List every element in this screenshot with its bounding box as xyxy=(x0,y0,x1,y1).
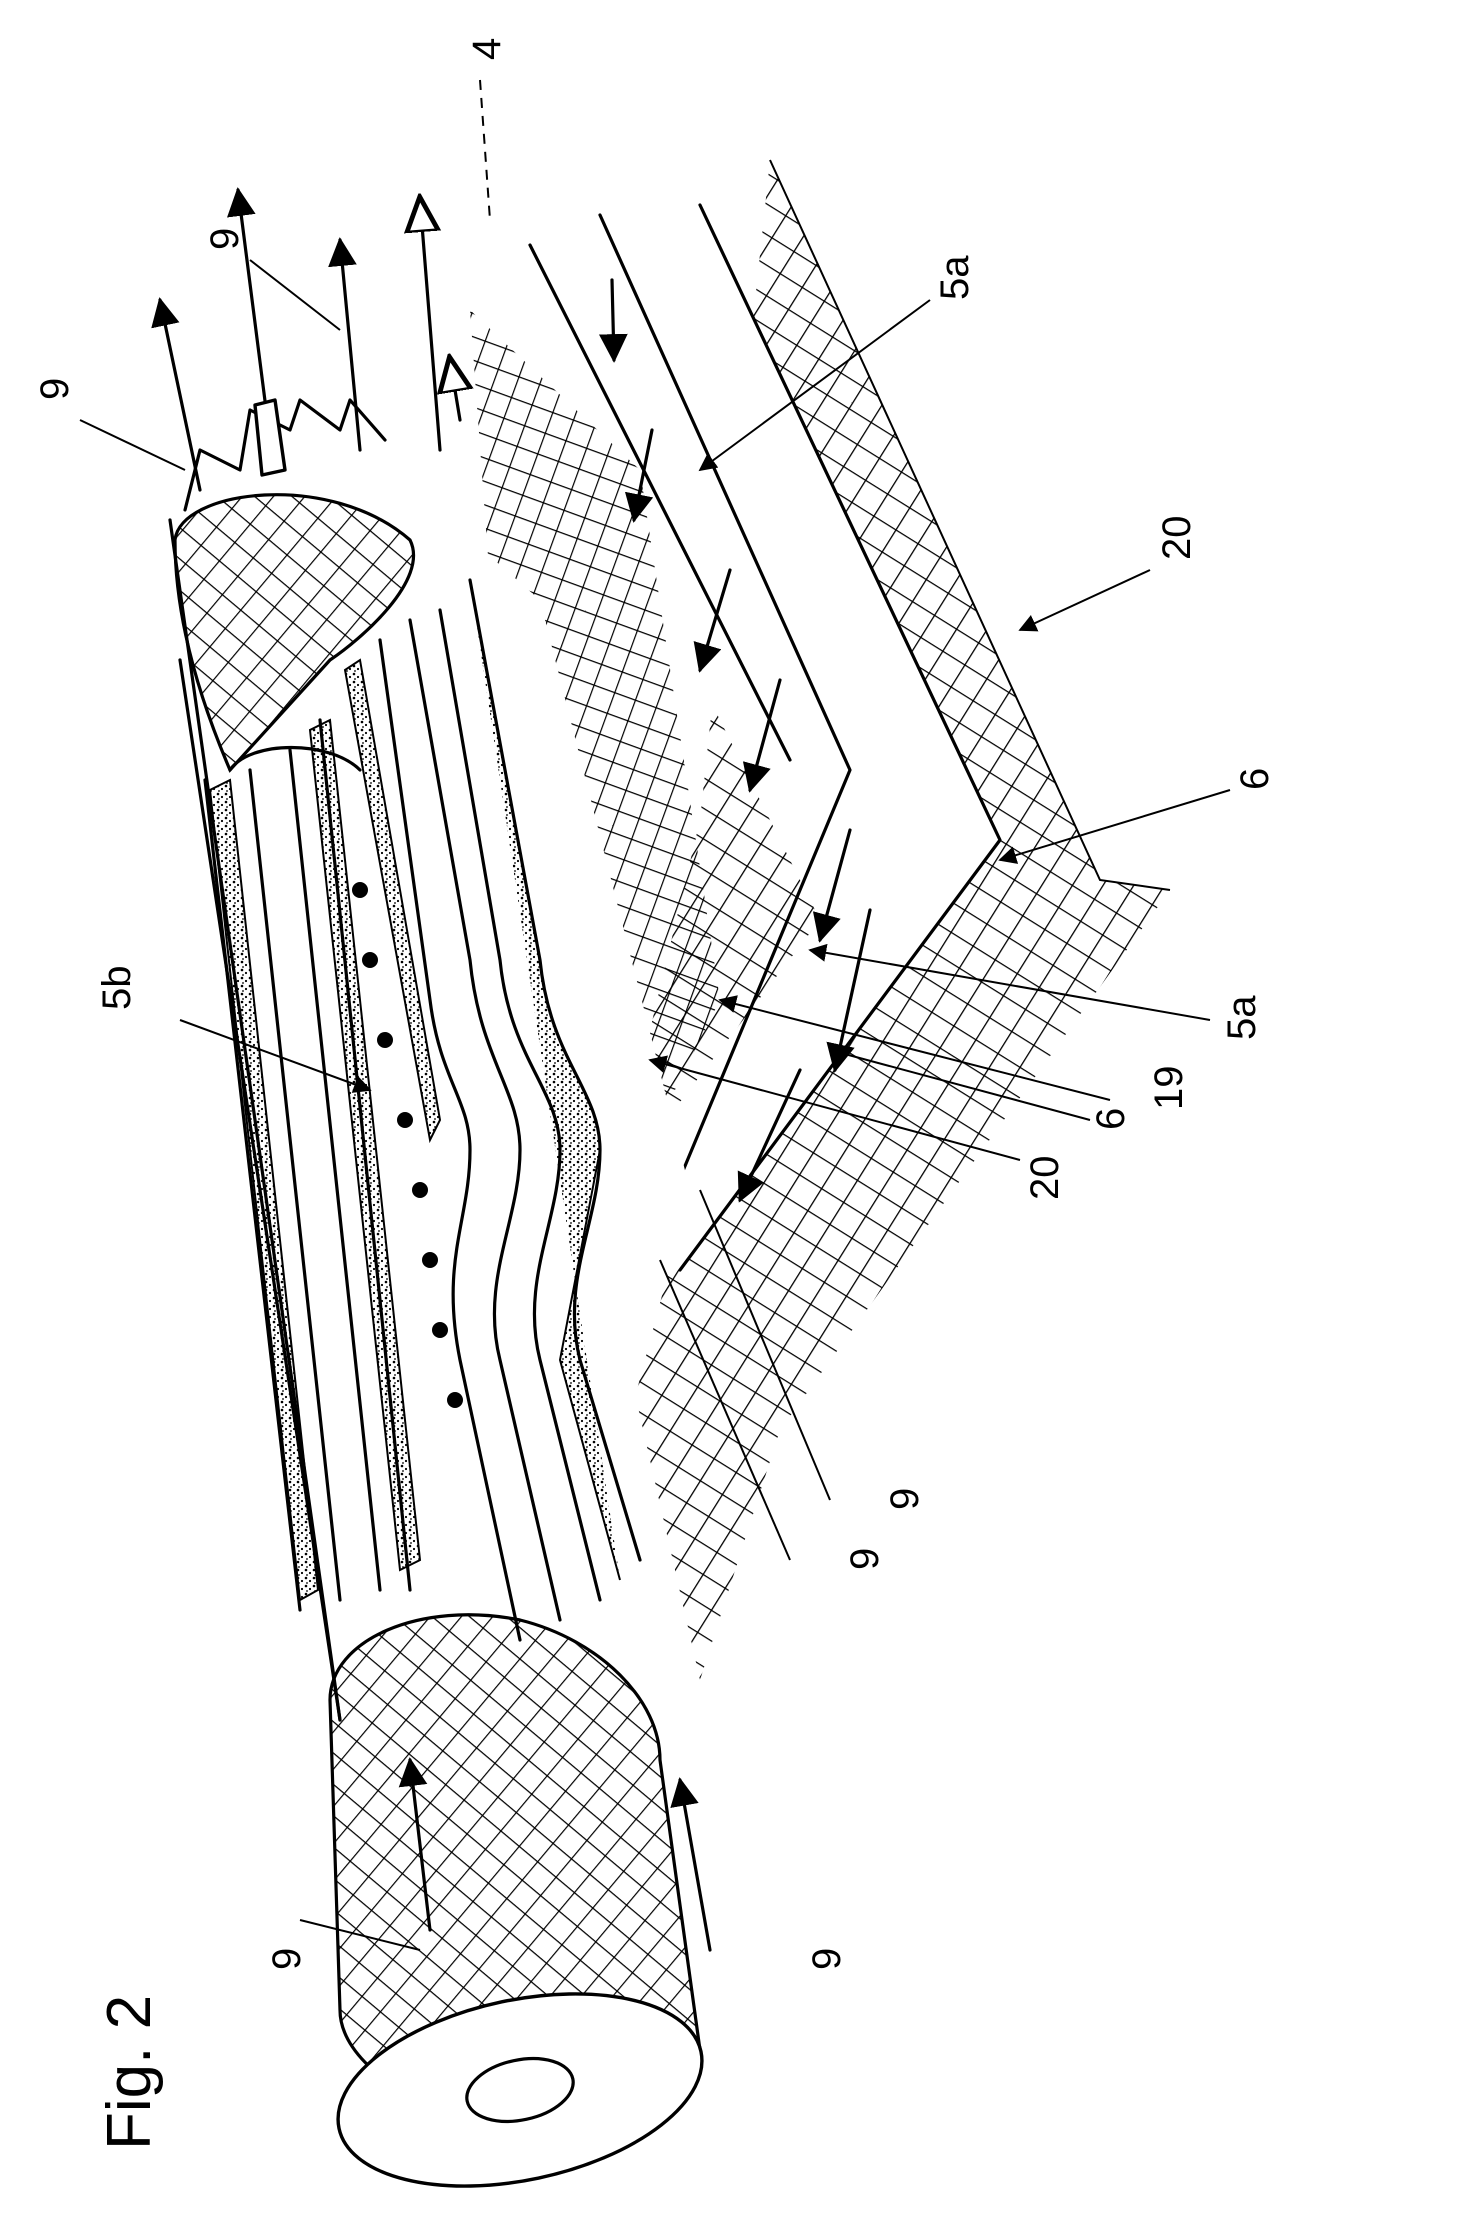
reference-numerals: 4 9 9 5a 5b 20 6 5a 19 6 20 9 9 9 9 xyxy=(33,38,1277,1970)
leader-lines xyxy=(79,79,1231,1951)
inlet-arrows xyxy=(398,1757,712,1952)
label-9-bottom-a: 9 xyxy=(265,1948,309,1970)
label-19: 19 xyxy=(1147,1066,1191,1111)
label-5b: 5b xyxy=(95,966,139,1011)
figure-caption: Fig. 2 xyxy=(95,1995,164,2150)
membrane-sheet xyxy=(528,203,1002,1272)
label-5a-mid: 5a xyxy=(1220,995,1264,1040)
label-9-top-mid: 9 xyxy=(203,228,247,250)
label-9-right-b: 9 xyxy=(843,1548,887,1570)
label-20-right: 20 xyxy=(1155,516,1199,561)
membrane-module-cylinder xyxy=(168,460,704,2188)
label-9-right-a: 9 xyxy=(883,1488,927,1510)
outlet-arrows-top xyxy=(151,187,460,512)
label-5a-top: 5a xyxy=(933,255,977,300)
label-6-mid: 6 xyxy=(1089,1108,1133,1130)
flow-arrows-sheet xyxy=(598,278,872,1203)
label-9-bottom-b: 9 xyxy=(805,1948,849,1970)
label-4: 4 xyxy=(465,38,509,60)
mesh-sheet-mid xyxy=(470,310,720,1200)
label-20-mid: 20 xyxy=(1023,1156,1067,1201)
label-9-top-left: 9 xyxy=(33,378,77,400)
label-6-right: 6 xyxy=(1233,768,1277,790)
